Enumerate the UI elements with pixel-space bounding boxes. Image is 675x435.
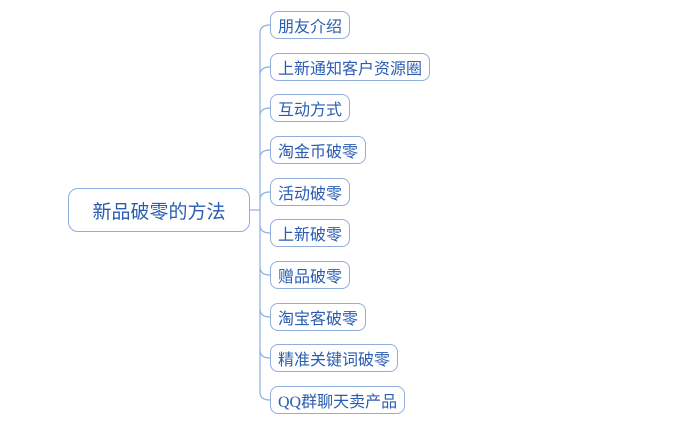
mindmap-branch-node[interactable]: 朋友介绍 (270, 11, 351, 39)
root-node-label: 新品破零的方法 (92, 201, 226, 223)
branch-node-label: 互动方式 (278, 102, 343, 119)
mindmap-branch-node[interactable]: 淘金币破零 (270, 136, 367, 164)
branch-node-label: 朋友介绍 (278, 19, 343, 36)
branch-node-label: QQ群聊天卖产品 (278, 394, 398, 411)
branch-node-label: 上新破零 (278, 227, 343, 244)
branch-connector-line (259, 24, 271, 34)
branch-node-label: 赠品破零 (278, 269, 343, 286)
branch-connector-line (259, 149, 271, 159)
branch-connector-line (259, 308, 271, 318)
branch-connector-line (259, 191, 271, 201)
branch-connector-line (259, 224, 271, 234)
mindmap-branch-node[interactable]: 活动破零 (270, 178, 351, 206)
mindmap-branch-node[interactable]: 上新通知客户资源圈 (270, 53, 431, 81)
branch-node-label: 淘金币破零 (278, 144, 359, 161)
branch-connector-line (259, 107, 271, 117)
branch-node-label: 淘宝客破零 (278, 311, 359, 328)
branch-connector-line (259, 349, 271, 359)
mindmap-branch-node[interactable]: 上新破零 (270, 219, 351, 247)
branch-node-label: 精准关键词破零 (278, 352, 391, 369)
mindmap-branch-node[interactable]: 赠品破零 (270, 261, 351, 289)
mindmap-branch-node[interactable]: 互动方式 (270, 94, 351, 122)
mindmap-branch-node[interactable]: QQ群聊天卖产品 (270, 386, 406, 414)
mindmap-branch-node[interactable]: 精准关键词破零 (270, 344, 399, 372)
mindmap-branch-node[interactable]: 淘宝客破零 (270, 303, 367, 331)
branch-connector-line (259, 66, 271, 76)
branch-node-label: 上新通知客户资源圈 (278, 61, 423, 78)
branch-connector-line (259, 266, 271, 276)
mindmap-root-node[interactable]: 新品破零的方法 (68, 188, 250, 232)
branch-connector-line (259, 391, 271, 401)
branch-node-label: 活动破零 (278, 186, 343, 203)
